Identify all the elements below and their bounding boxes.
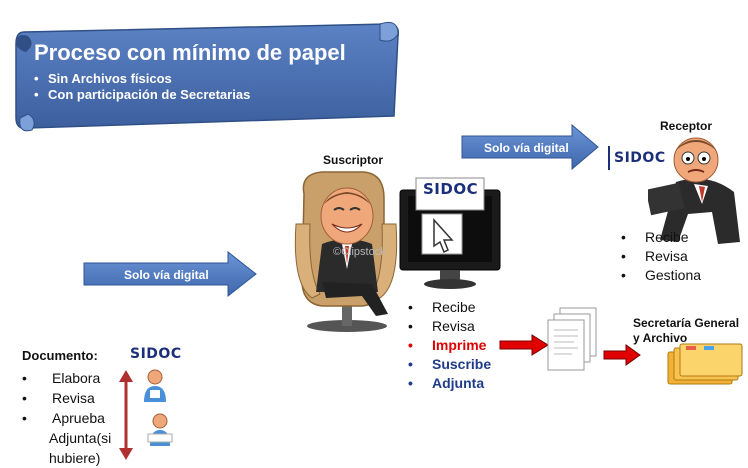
documento-title: Documento: bbox=[22, 348, 98, 363]
suscriptor-label: Suscriptor bbox=[323, 153, 384, 167]
list-item: •Gestiona bbox=[621, 267, 702, 283]
list-item: •Revisa bbox=[621, 248, 688, 264]
person-reading-icon bbox=[147, 413, 173, 446]
arrow-left bbox=[83, 250, 257, 298]
secretaria-label: Secretaría General y Archivo bbox=[633, 316, 740, 345]
list-item: •Revisa bbox=[408, 318, 475, 334]
banner-bullet: •Con participación de Secretarias bbox=[34, 87, 251, 102]
arrow-left-label: Solo vía digital bbox=[124, 268, 209, 282]
sidoc-logo-receptor: SIDOC bbox=[614, 150, 666, 166]
arrow-top bbox=[461, 123, 599, 171]
papers-icon bbox=[547, 307, 597, 371]
double-arrow-icon bbox=[119, 370, 133, 460]
list-item: •Adjunta bbox=[408, 375, 485, 391]
title-banner bbox=[15, 21, 400, 132]
list-item-continued: Adjunta(si bbox=[49, 430, 112, 446]
arrow-top-label: Solo vía digital bbox=[484, 141, 569, 155]
monitor bbox=[399, 177, 501, 289]
list-item-continued: hubiere) bbox=[49, 450, 101, 466]
suscriptor-list: •Recibe •Revisa •Imprime •Suscribe •Adju… bbox=[408, 298, 491, 393]
list-item: •Elabora bbox=[22, 370, 101, 386]
folders-icon bbox=[667, 343, 743, 385]
sidoc-divider bbox=[608, 146, 610, 170]
receptor-label: Receptor bbox=[660, 119, 713, 133]
list-item: •Aprueba bbox=[22, 410, 105, 426]
receptor-figure bbox=[648, 137, 740, 244]
person-icon bbox=[144, 369, 166, 402]
list-item: •Recibe bbox=[621, 229, 689, 245]
list-item: •Revisa bbox=[22, 390, 95, 406]
watermark: ©Clipstock bbox=[333, 246, 386, 258]
receptor-list: •Recibe •Revisa •Gestiona bbox=[621, 228, 701, 285]
list-item: •Recibe bbox=[408, 299, 476, 315]
red-arrow-print bbox=[499, 334, 549, 356]
banner-bullets: •Sin Archivos físicos •Con participación… bbox=[34, 71, 250, 103]
list-item: •Suscribe bbox=[408, 356, 492, 372]
documento-list: •Elabora •Revisa •Aprueba Adjunta(si hub… bbox=[22, 368, 111, 468]
list-item: •Imprime bbox=[408, 337, 487, 353]
banner-title: Proceso con mínimo de papel bbox=[34, 40, 346, 65]
suscriptor-figure bbox=[294, 171, 398, 332]
sidoc-logo-documento: SIDOC bbox=[130, 346, 182, 362]
red-arrow-archive bbox=[603, 344, 641, 366]
sidoc-logo-monitor: SIDOC bbox=[423, 180, 479, 198]
banner-bullet: •Sin Archivos físicos bbox=[34, 71, 172, 86]
